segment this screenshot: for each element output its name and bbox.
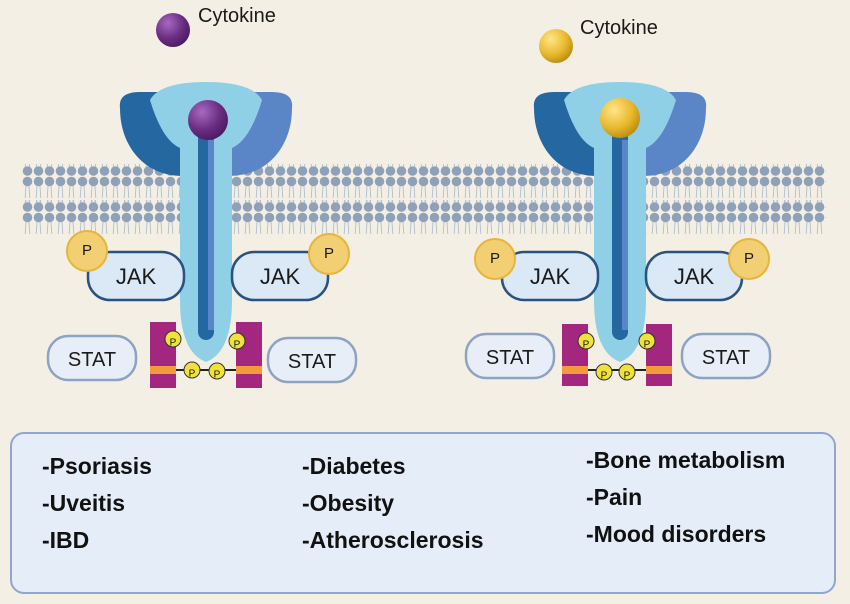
jak-label: JAK (530, 264, 571, 289)
phosphate-small (228, 332, 246, 350)
stat-label: STAT (702, 347, 750, 369)
disease-column-3: -Bone metabolism -Pain -Mood disorders (586, 442, 785, 553)
disease-item: -Uveitis (42, 490, 126, 516)
receptor-subunit-dark (119, 92, 196, 330)
phosphate-label: P (601, 371, 608, 382)
disease-column-2: -Diabetes -Obesity -Atherosclerosis (302, 448, 484, 559)
phosphate-small (638, 332, 656, 350)
disease-item: -Obesity (302, 490, 395, 516)
receptor-subunit-dark (533, 92, 610, 330)
free-cytokine-purple (156, 13, 190, 47)
disease-item: -Diabetes (302, 453, 406, 479)
stat-left-b (266, 336, 358, 384)
stat-right-b (680, 332, 772, 380)
disease-item: -Mood disorders (586, 521, 767, 547)
disease-item: -Atherosclerosis (302, 527, 484, 553)
phosphate-label: P (490, 250, 500, 267)
stat-label: STAT (486, 347, 534, 369)
jak-label: JAK (116, 264, 157, 289)
phosphate-label: P (214, 370, 221, 381)
phosphate-label: P (170, 338, 177, 349)
stat-label: STAT (288, 351, 336, 373)
receptor-subunit-light (216, 92, 293, 330)
stat-right-a (464, 332, 556, 380)
jak-label: JAK (674, 264, 715, 289)
disease-column-1: -Psoriasis -Uveitis -IBD (42, 448, 152, 559)
bound-cytokine-yellow (600, 98, 640, 138)
cytokine-label: Cytokine (198, 5, 276, 27)
phosphate-jak (308, 233, 350, 275)
jak-stat-diagram: JAK JAK P P STAT STAT P P P P Cytokine (22, 5, 826, 388)
disease-item: -Pain (586, 484, 643, 510)
phosphate-small (577, 332, 595, 350)
phosphate-jak (474, 238, 516, 280)
receptor-subunit-light (630, 92, 707, 330)
disease-item: -Psoriasis (42, 453, 152, 479)
stat-label: STAT (68, 349, 116, 371)
phosphate-small (618, 363, 636, 381)
phosphate-jak (728, 238, 770, 280)
phosphate-small (595, 363, 613, 381)
stat-left-a (46, 334, 138, 382)
phosphate-label: P (234, 340, 241, 351)
phosphate-label: P (744, 250, 754, 267)
phosphate-label: P (189, 369, 196, 380)
bound-cytokine-purple (188, 100, 228, 140)
receptor-complex-left: JAK JAK P P STAT STAT P P P P (46, 82, 358, 388)
jak-left-b (230, 250, 330, 302)
disease-list-panel: -Psoriasis -Uveitis -IBD -Diabetes -Obes… (10, 432, 836, 594)
phosphate-label: P (624, 371, 631, 382)
cell-membrane-lower (22, 200, 826, 236)
phosphate-label: P (82, 242, 92, 259)
cytokine-label: Cytokine (580, 17, 658, 39)
phosphate-small (164, 330, 182, 348)
disease-item: -IBD (42, 527, 90, 553)
receptor-complex-right: JAK JAK P P STAT STAT P P P P (464, 82, 772, 386)
phosphate-label: P (644, 340, 651, 351)
free-cytokine-yellow (539, 29, 573, 63)
jak-label: JAK (260, 264, 301, 289)
phosphate-label: P (324, 245, 334, 262)
jak-left-a (86, 250, 186, 302)
phosphate-label: P (583, 340, 590, 351)
disease-item: -Bone metabolism (586, 447, 786, 473)
phosphate-small (183, 361, 201, 379)
docking-domain (236, 322, 262, 388)
phosphate-small (208, 362, 226, 380)
phosphate-jak (66, 230, 108, 272)
